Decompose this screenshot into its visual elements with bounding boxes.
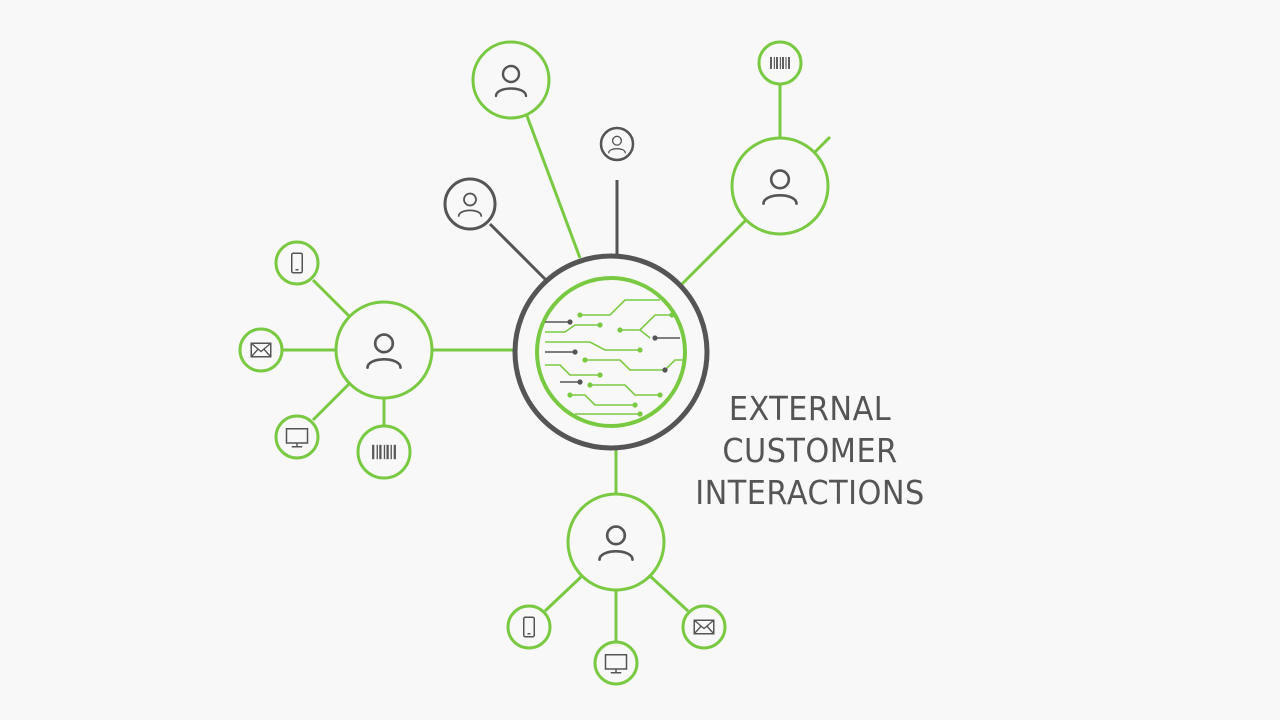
customer-node-bottom bbox=[566, 492, 666, 592]
connector bbox=[488, 222, 548, 282]
customer-node-mid-left-small bbox=[443, 177, 497, 231]
channel-node-top-right-barcode bbox=[757, 40, 803, 86]
channel-node-bottom-email bbox=[681, 604, 727, 650]
customer-node-left bbox=[334, 300, 434, 400]
connector-lines bbox=[282, 84, 832, 642]
customer-node-top bbox=[471, 40, 551, 120]
connector bbox=[543, 574, 584, 613]
central-hub bbox=[512, 253, 710, 451]
connector bbox=[525, 115, 582, 259]
title-line: CUSTOMER bbox=[722, 431, 898, 470]
connector bbox=[813, 135, 832, 154]
customer-node-top-small bbox=[599, 126, 635, 162]
channel-node-left-desktop bbox=[274, 414, 320, 460]
connector bbox=[648, 574, 690, 613]
channel-node-left-phone bbox=[274, 240, 320, 286]
channel-node-left-barcode bbox=[356, 424, 412, 480]
channel-node-bottom-desktop bbox=[593, 640, 639, 686]
circuit-nodes bbox=[567, 312, 675, 417]
connector bbox=[311, 278, 351, 318]
title-line: EXTERNAL bbox=[728, 389, 892, 428]
connector bbox=[680, 216, 750, 286]
diagram-title: EXTERNAL CUSTOMER INTERACTIONS bbox=[672, 388, 948, 514]
connector bbox=[311, 382, 351, 422]
channel-node-bottom-phone bbox=[506, 604, 552, 650]
circuit-board-icon bbox=[545, 299, 685, 415]
title-line: INTERACTIONS bbox=[695, 473, 925, 512]
channel-node-left-email bbox=[238, 327, 284, 373]
customer-node-top-right bbox=[730, 136, 830, 236]
